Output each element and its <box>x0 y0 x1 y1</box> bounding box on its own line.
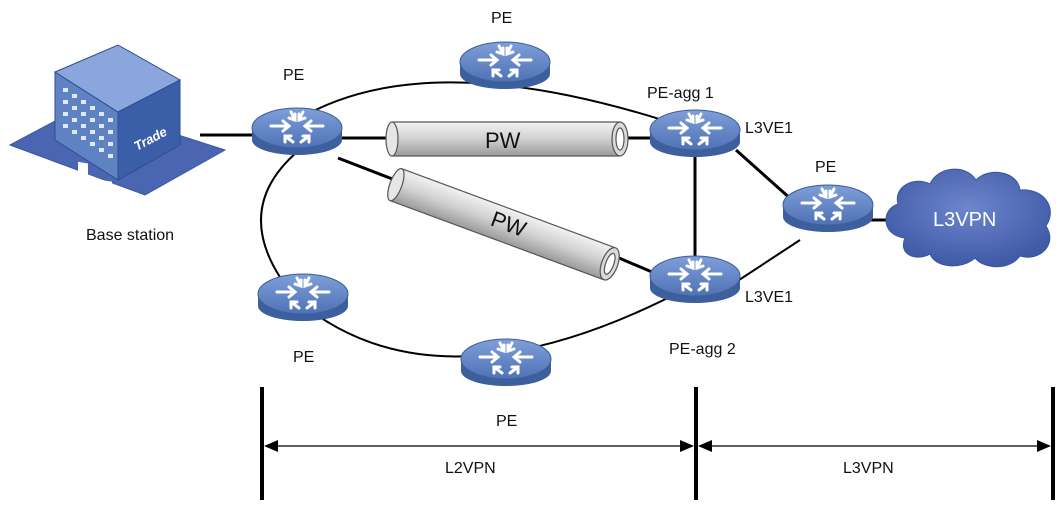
router-label-pe-agg1: PE-agg 1 <box>647 85 714 102</box>
link-pe-left-to-pe-agg1-top <box>296 81 694 131</box>
router-label-pe-agg2: PE-agg 2 <box>669 341 736 358</box>
tunnel-icon <box>385 121 629 157</box>
arrow-right <box>1037 440 1051 452</box>
base-station-label: Base station <box>86 227 174 244</box>
pw-label-1: PW <box>485 128 521 153</box>
router-icon <box>648 254 742 305</box>
arrow-left <box>264 440 278 452</box>
router-label-pe-bottom: PE <box>496 413 517 430</box>
link-agg1-to-pe-right <box>735 148 793 202</box>
arrow-mid-left <box>680 440 694 452</box>
segment-markers <box>260 387 1055 500</box>
segment-label-l3vpn: L3VPN <box>843 460 894 477</box>
span-arrows <box>264 440 1051 452</box>
pw2-left-link <box>337 156 396 182</box>
router-icon <box>250 106 344 157</box>
segment-label-l2vpn: L2VPN <box>445 460 496 477</box>
interface-label-agg2: L3VE1 <box>745 289 793 306</box>
interface-label-agg1: L3VE1 <box>745 120 793 137</box>
tunnel-icon <box>387 168 620 281</box>
router-icon <box>458 40 552 91</box>
router-label-pe-right: PE <box>815 159 836 176</box>
arrow-mid-right <box>698 440 712 452</box>
building-icon <box>8 44 227 196</box>
router-icon <box>781 183 875 234</box>
router-icon <box>256 272 350 323</box>
router-label-pe-top: PE <box>491 10 512 27</box>
router-icon <box>459 337 553 388</box>
cloud-label: L3VPN <box>933 209 996 231</box>
cloud-icon <box>885 168 1051 268</box>
router-label-pe-bottom-left: PE <box>293 349 314 366</box>
router-icon <box>648 108 742 159</box>
router-label-pe-left: PE <box>283 67 304 84</box>
link-agg2-to-pe-right <box>735 239 801 283</box>
